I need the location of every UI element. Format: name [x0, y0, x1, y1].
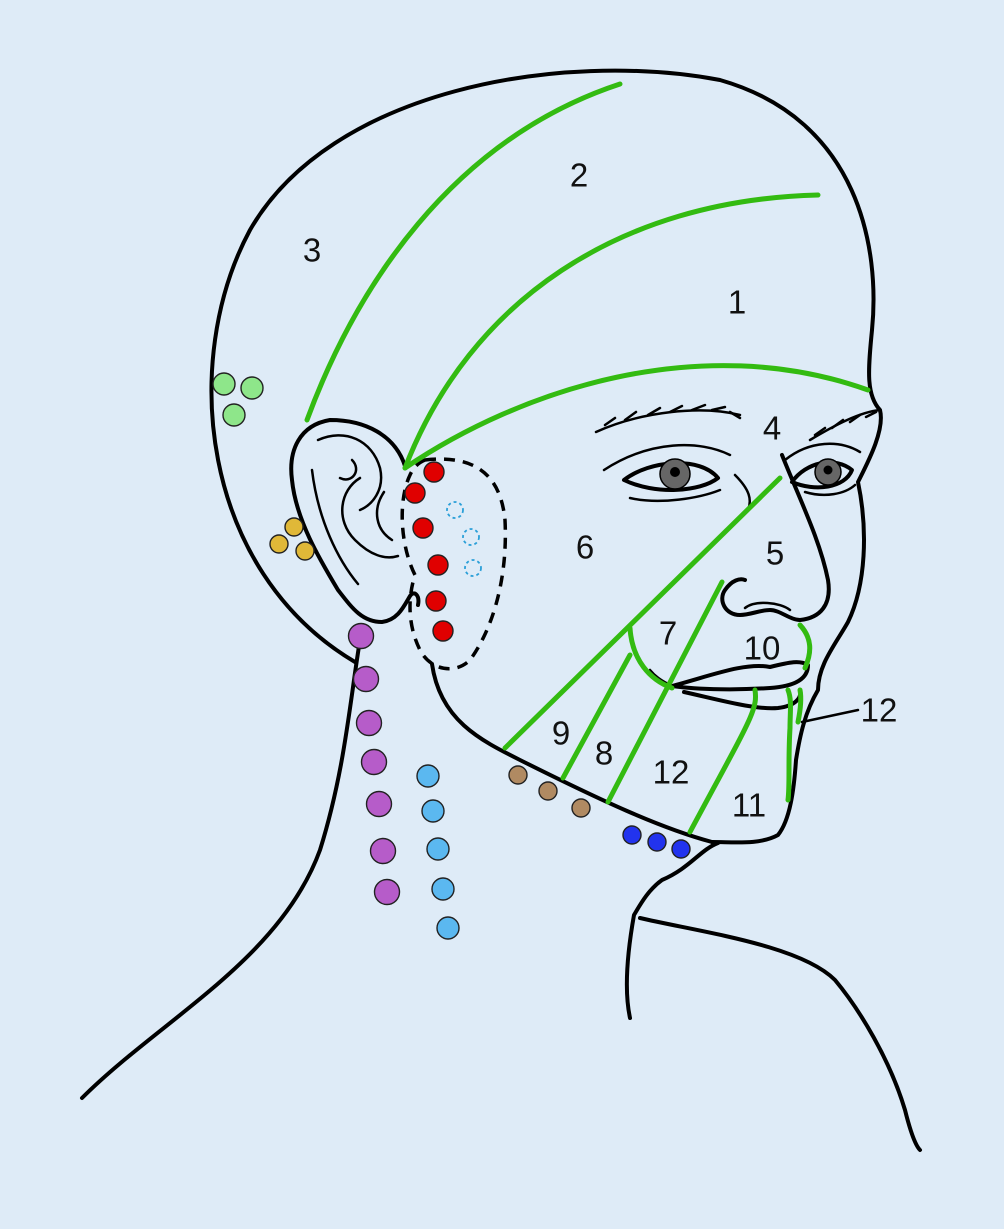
lower-lip: [682, 688, 803, 711]
zone-boundary-buccal: [560, 652, 633, 781]
eyebrow-left-hair: [603, 403, 742, 427]
jawline: [430, 662, 714, 844]
ear: [289, 418, 421, 624]
zone-boundary-lip-lower: [785, 687, 793, 803]
zone-label-8: 9: [552, 715, 570, 752]
zone-label-6: 7: [659, 615, 677, 652]
zone-label-12: 12: [861, 692, 898, 729]
deep-cervical-nodes-node-2: [426, 837, 450, 861]
ear-helix: [316, 434, 383, 512]
nose-bridge: [733, 473, 752, 512]
nose: [720, 453, 831, 622]
zone-label-4: 5: [766, 535, 784, 572]
postauricular-nodes-node-0: [284, 517, 304, 537]
posterior-cervical-nodes-node-0: [347, 622, 375, 650]
deep-parotid-nodes-node-1: [462, 528, 480, 546]
zone-label-10: 11: [732, 787, 766, 824]
zone-boundary-occipital: [304, 81, 623, 423]
preauricular-parotid-nodes-node-0: [423, 461, 445, 483]
preauricular-parotid-nodes-node-4: [425, 590, 447, 612]
parotid-gland-outline: [400, 457, 508, 671]
eyebrow-right-hair: [813, 410, 878, 437]
zone-boundary-chin: [687, 687, 758, 835]
eye-right-lid: [783, 442, 862, 497]
zone-label-3: 4: [763, 410, 781, 447]
submental-nodes-node-0: [622, 825, 642, 845]
preauricular-parotid-nodes-node-3: [427, 554, 449, 576]
zone-boundary-frontal: [402, 363, 871, 471]
preauricular-parotid-nodes-node-5: [432, 620, 454, 642]
ear-tragus: [375, 490, 394, 542]
ear-inner-fold: [338, 458, 358, 481]
zone-boundary-nasolabial: [605, 579, 725, 805]
nostril: [743, 601, 792, 612]
zone-label-7: 8: [595, 735, 613, 772]
submandibular-nodes-node-2: [571, 798, 591, 818]
preauricular-parotid-nodes-node-2: [412, 517, 434, 539]
deep-parotid-nodes-node-0: [446, 501, 464, 519]
upper-lip: [670, 660, 810, 692]
neck-front-shoulder: [638, 916, 922, 1152]
deep-cervical-nodes-node-4: [436, 916, 460, 940]
zone-label-0: 1: [728, 284, 746, 321]
eye-right-pupil: [823, 465, 833, 475]
zone-boundary-parietal: [402, 192, 821, 471]
zone-boundary-midface: [502, 475, 783, 751]
deep-cervical-nodes-node-3: [431, 877, 455, 901]
zone-label-1: 2: [570, 157, 588, 194]
ear-lobe-edge: [310, 468, 360, 586]
zone-boundary-lip-lower-b: [795, 687, 804, 725]
posterior-cervical-nodes-node-6: [373, 878, 401, 906]
submandibular-nodes-node-1: [538, 781, 558, 801]
posterior-cervical-nodes-node-3: [360, 748, 388, 776]
ear-antihelix: [341, 476, 400, 559]
preauricular-parotid-nodes-node-1: [404, 482, 426, 504]
skull-outline: [209, 68, 883, 845]
posterior-cervical-nodes-node-2: [355, 709, 383, 737]
deep-cervical-nodes-node-0: [416, 764, 440, 788]
postauricular-nodes-node-1: [269, 534, 289, 554]
eye-right: [790, 460, 854, 490]
zone-boundary-lip-upper: [797, 622, 813, 671]
posterior-cervical-nodes-node-1: [352, 665, 380, 693]
eye-left-lid: [602, 443, 732, 503]
eye-left-pupil: [670, 467, 680, 477]
submandibular-nodes-node-0: [508, 765, 528, 785]
eye-left: [622, 461, 720, 492]
occipital-nodes-node-0: [212, 372, 236, 396]
submental-nodes-node-2: [671, 839, 691, 859]
eyebrow-right: [808, 408, 882, 442]
deep-cervical-nodes-node-1: [421, 799, 445, 823]
occipital-nodes-node-1: [240, 376, 264, 400]
back-of-neck: [80, 638, 362, 1100]
zone-boundary-cheek: [627, 625, 675, 691]
throat: [624, 841, 720, 1020]
occipital-nodes-node-2: [222, 403, 246, 427]
zone-label-2: 3: [303, 232, 321, 269]
submental-nodes-node-1: [647, 832, 667, 852]
label-12-leader: [800, 708, 860, 724]
posterior-cervical-nodes-node-4: [365, 790, 393, 818]
eyebrow-left: [594, 409, 742, 434]
zone-label-5: 6: [576, 529, 594, 566]
zone-label-11: 12: [653, 754, 690, 791]
postauricular-nodes-node-2: [295, 541, 315, 561]
posterior-cervical-nodes-node-5: [369, 837, 397, 865]
deep-parotid-nodes-node-2: [464, 559, 482, 577]
lymph-nodes: [212, 372, 691, 940]
zone-label-9: 10: [744, 630, 781, 667]
